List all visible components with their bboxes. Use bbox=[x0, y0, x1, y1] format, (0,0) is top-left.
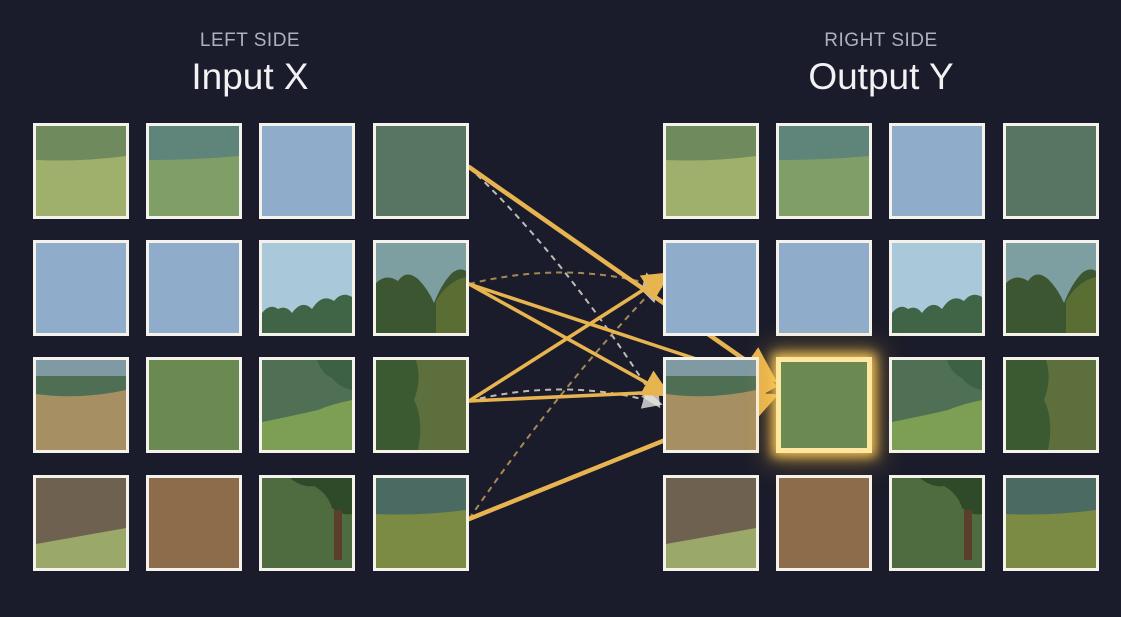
output-tile-2-0 bbox=[663, 357, 759, 453]
solid-arrow bbox=[467, 282, 672, 397]
output-tile-3-2 bbox=[889, 475, 985, 571]
output-tile-3-1 bbox=[776, 475, 872, 571]
input-tile-3-1 bbox=[146, 475, 242, 571]
input-tile-2-1 bbox=[146, 357, 242, 453]
input-tile-0-2 bbox=[259, 123, 355, 219]
left-side-label: LEFT SIDE bbox=[199, 30, 301, 51]
input-tile-0-3 bbox=[373, 123, 469, 219]
output-tile-1-2 bbox=[889, 240, 985, 336]
input-tile-3-2 bbox=[259, 475, 355, 571]
output-tile-3-0 bbox=[663, 475, 759, 571]
output-tile-1-3 bbox=[1003, 240, 1099, 336]
output-tile-2-1 bbox=[776, 357, 872, 453]
dashed-arrow bbox=[468, 271, 663, 292]
output-tile-1-0 bbox=[663, 240, 759, 336]
input-tile-2-3 bbox=[373, 357, 469, 453]
dashed-arrow bbox=[468, 388, 663, 409]
output-tile-2-2 bbox=[889, 357, 985, 453]
input-tile-1-2 bbox=[259, 240, 355, 336]
output-tile-1-1 bbox=[776, 240, 872, 336]
right-side-label: RIGHT SIDE bbox=[824, 30, 938, 51]
input-tile-3-3 bbox=[373, 475, 469, 571]
dashed-arrow bbox=[468, 166, 661, 409]
output-tile-0-0 bbox=[663, 123, 759, 219]
left-side-header: LEFT SIDE Input X bbox=[40, 30, 460, 110]
input-tile-2-2 bbox=[259, 357, 355, 453]
input-tile-2-0 bbox=[33, 357, 129, 453]
output-tile-0-3 bbox=[1003, 123, 1099, 219]
input-tile-3-0 bbox=[33, 475, 129, 571]
output-title: Output Y bbox=[808, 56, 954, 97]
output-tile-0-1 bbox=[776, 123, 872, 219]
output-tile-3-3 bbox=[1003, 475, 1099, 571]
input-tile-0-1 bbox=[146, 123, 242, 219]
output-tile-0-2 bbox=[889, 123, 985, 219]
input-tile-0-0 bbox=[33, 123, 129, 219]
input-tile-1-0 bbox=[33, 240, 129, 336]
solid-arrow bbox=[467, 272, 671, 403]
input-tile-1-1 bbox=[146, 240, 242, 336]
input-tile-1-3 bbox=[373, 240, 469, 336]
output-tile-2-3 bbox=[1003, 357, 1099, 453]
dashed-arrow bbox=[468, 281, 662, 520]
right-side-header: RIGHT SIDE Output Y bbox=[671, 30, 1091, 110]
input-title: Input X bbox=[191, 56, 309, 97]
